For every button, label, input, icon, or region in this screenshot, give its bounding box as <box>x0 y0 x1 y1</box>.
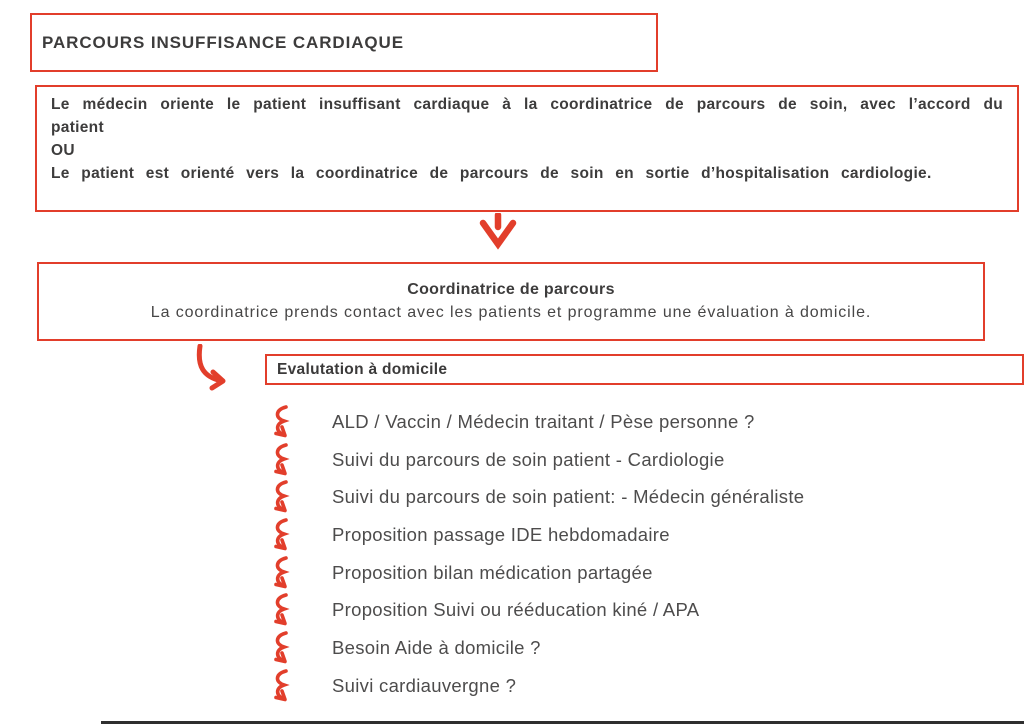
list-item-label: Proposition passage IDE hebdomadaire <box>332 523 670 545</box>
list-item-label: Suivi du parcours de soin patient: - Méd… <box>332 486 805 508</box>
list-item-label: Suivi cardiauvergne ? <box>332 674 517 696</box>
list-item: Suivi du parcours de soin patient: - Méd… <box>270 478 804 516</box>
evaluation-title: Evalutation à domicile <box>277 360 448 378</box>
list-item-label: Besoin Aide à domicile ? <box>332 636 541 658</box>
orientation-box: Le médecin oriente le patient insuffisan… <box>35 85 1019 212</box>
curved-arrow-icon <box>274 593 290 626</box>
curved-arrow-icon <box>274 480 290 513</box>
down-arrow-icon <box>479 213 517 250</box>
curved-arrow-icon <box>274 555 290 588</box>
list-item: Proposition passage IDE hebdomadaire <box>270 516 804 554</box>
orientation-paragraph-2: Le patient est orienté vers la coordinat… <box>51 165 932 182</box>
list-item: Besoin Aide à domicile ? <box>270 629 804 667</box>
curved-arrow-icon <box>274 518 290 551</box>
page-title: PARCOURS INSUFFISANCE CARDIAQUE <box>42 32 404 52</box>
list-item-label: Proposition bilan médication partagée <box>332 561 653 583</box>
orientation-separator: OU <box>51 142 75 159</box>
curved-arrow-icon <box>274 442 290 475</box>
coordinator-description: La coordinatrice prends contact avec les… <box>150 304 872 321</box>
list-item: Proposition bilan médication partagée <box>270 554 804 592</box>
list-item: Suivi du parcours de soin patient - Card… <box>270 441 804 479</box>
curved-arrow-icon <box>274 631 290 664</box>
list-item: Proposition Suivi ou rééducation kiné / … <box>270 591 804 629</box>
coordinator-title: Coordinatrice de parcours <box>407 281 615 298</box>
list-item: ALD / Vaccin / Médecin traitant / Pèse p… <box>270 403 804 441</box>
orientation-paragraph-1: Le médecin oriente le patient insuffisan… <box>51 96 1003 136</box>
curved-arrow-icon <box>274 405 290 438</box>
title-box: PARCOURS INSUFFISANCE CARDIAQUE <box>30 13 658 72</box>
list-item-label: Proposition Suivi ou rééducation kiné / … <box>332 599 700 621</box>
evaluation-box: Evalutation à domicile <box>265 354 1024 385</box>
list-item-label: ALD / Vaccin / Médecin traitant / Pèse p… <box>332 410 755 432</box>
list-item: Suivi cardiauvergne ? <box>270 667 804 705</box>
evaluation-list: ALD / Vaccin / Médecin traitant / Pèse p… <box>270 403 804 705</box>
curved-arrow-icon <box>274 668 290 701</box>
bottom-divider <box>101 721 1024 724</box>
coordinator-box: Coordinatrice de parcours La coordinatri… <box>37 262 985 341</box>
list-item-label: Suivi du parcours de soin patient - Card… <box>332 448 725 470</box>
branch-arrow-icon <box>196 344 226 391</box>
